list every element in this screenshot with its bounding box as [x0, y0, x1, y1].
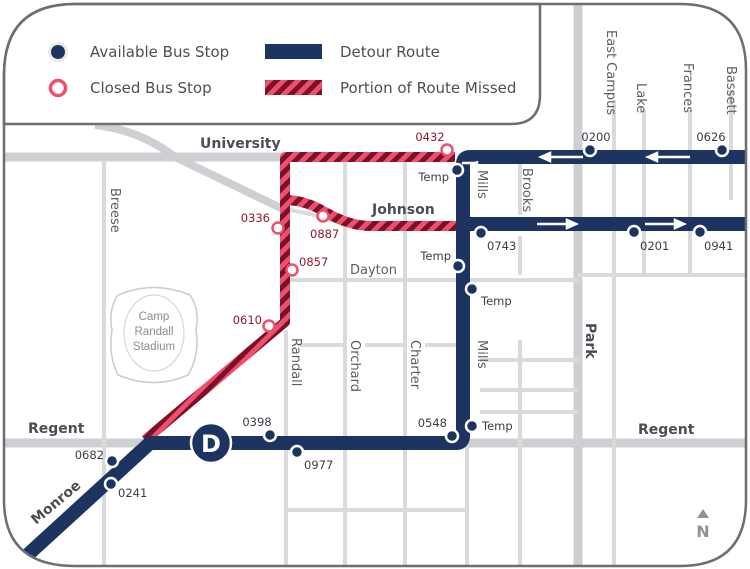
street-randall: Randall [288, 338, 303, 386]
stop-0682[interactable] [104, 453, 120, 469]
label-0200: 0200 [581, 130, 610, 144]
closed-stop-0610[interactable] [262, 319, 276, 333]
label-0743: 0743 [487, 239, 516, 253]
svg-text:N: N [696, 522, 709, 541]
street-dayton: Dayton [350, 263, 397, 278]
street-johnson: Johnson [371, 202, 435, 218]
legend: Available Bus Stop Closed Bus Stop Detou… [2, 2, 542, 126]
street-park: Park [582, 323, 598, 359]
street-regent-east: Regent [638, 422, 695, 438]
detour-route [17, 150, 746, 566]
camp-randall-stadium: Camp Randall Stadium [110, 286, 198, 384]
closed-stop-0887[interactable] [316, 209, 330, 223]
stop-0743[interactable] [473, 225, 489, 241]
stop-temp-4[interactable] [464, 418, 480, 434]
closed-stops [262, 143, 454, 333]
legend-route-missed: Portion of Route Missed [340, 79, 516, 97]
label-0610: 0610 [233, 313, 262, 327]
label-0336: 0336 [241, 211, 270, 225]
closed-stop-0857[interactable] [285, 263, 299, 277]
label-0626: 0626 [696, 130, 725, 144]
stop-0941[interactable] [692, 224, 708, 240]
missed-route-legend-icon [265, 80, 322, 95]
label-0548: 0548 [418, 416, 447, 430]
closed-stop-0432[interactable] [440, 143, 454, 157]
stop-0241[interactable] [103, 476, 119, 492]
stop-0200[interactable] [582, 142, 598, 158]
stop-0201[interactable] [626, 224, 642, 240]
street-charter: Charter [407, 340, 422, 390]
label-0857: 0857 [299, 255, 328, 269]
label-0432: 0432 [415, 130, 444, 144]
street-mills-south: Mills [474, 340, 489, 369]
stop-temp-2[interactable] [450, 258, 466, 274]
label-0682: 0682 [75, 448, 104, 462]
available-stops [103, 142, 730, 492]
legend-detour-route: Detour Route [340, 43, 440, 61]
stop-0548[interactable] [444, 428, 460, 444]
stadium-label-line3: Stadium [133, 341, 175, 353]
direction-arrows [462, 151, 690, 230]
street-brooks: Brooks [519, 168, 534, 212]
stadium-label-line2: Randall [135, 326, 174, 338]
street-bassett: Bassett [723, 66, 738, 115]
street-breese: Breese [107, 188, 122, 233]
stop-temp-3[interactable] [464, 281, 480, 297]
stop-temp-1[interactable] [449, 162, 465, 178]
label-temp-3: Temp [480, 294, 512, 308]
street-lake: Lake [633, 83, 648, 113]
north-compass: N [696, 509, 710, 541]
closed-stop-legend-icon [48, 78, 68, 98]
detour-route-legend-icon [265, 44, 322, 59]
available-stop-legend-icon [51, 45, 65, 59]
label-0977: 0977 [304, 458, 333, 472]
stop-0977[interactable] [289, 444, 305, 460]
label-0941: 0941 [704, 239, 733, 253]
north-arrow-icon [697, 509, 709, 518]
stop-0626[interactable] [714, 142, 730, 158]
stadium-label-line1: Camp [139, 311, 170, 323]
label-0887: 0887 [310, 227, 339, 241]
label-temp-4: Temp [481, 419, 513, 433]
label-temp-2: Temp [419, 249, 451, 263]
street-east-campus: East Campus [603, 30, 618, 115]
label-temp-1: Temp [417, 170, 449, 184]
svg-text:D: D [201, 430, 221, 458]
label-0201: 0201 [640, 239, 669, 253]
label-0398: 0398 [242, 415, 271, 429]
label-0241: 0241 [118, 486, 147, 500]
street-frances: Frances [680, 63, 695, 113]
street-regent-west: Regent [28, 421, 85, 437]
street-mills-north: Mills [474, 170, 489, 199]
closed-stop-0336[interactable] [271, 221, 285, 235]
street-orchard: Orchard [347, 340, 362, 392]
street-university: University [200, 136, 281, 152]
legend-available-stop: Available Bus Stop [90, 43, 229, 61]
route-d-marker: D [189, 421, 233, 465]
stop-0398[interactable] [262, 427, 278, 443]
legend-closed-stop: Closed Bus Stop [90, 79, 212, 97]
